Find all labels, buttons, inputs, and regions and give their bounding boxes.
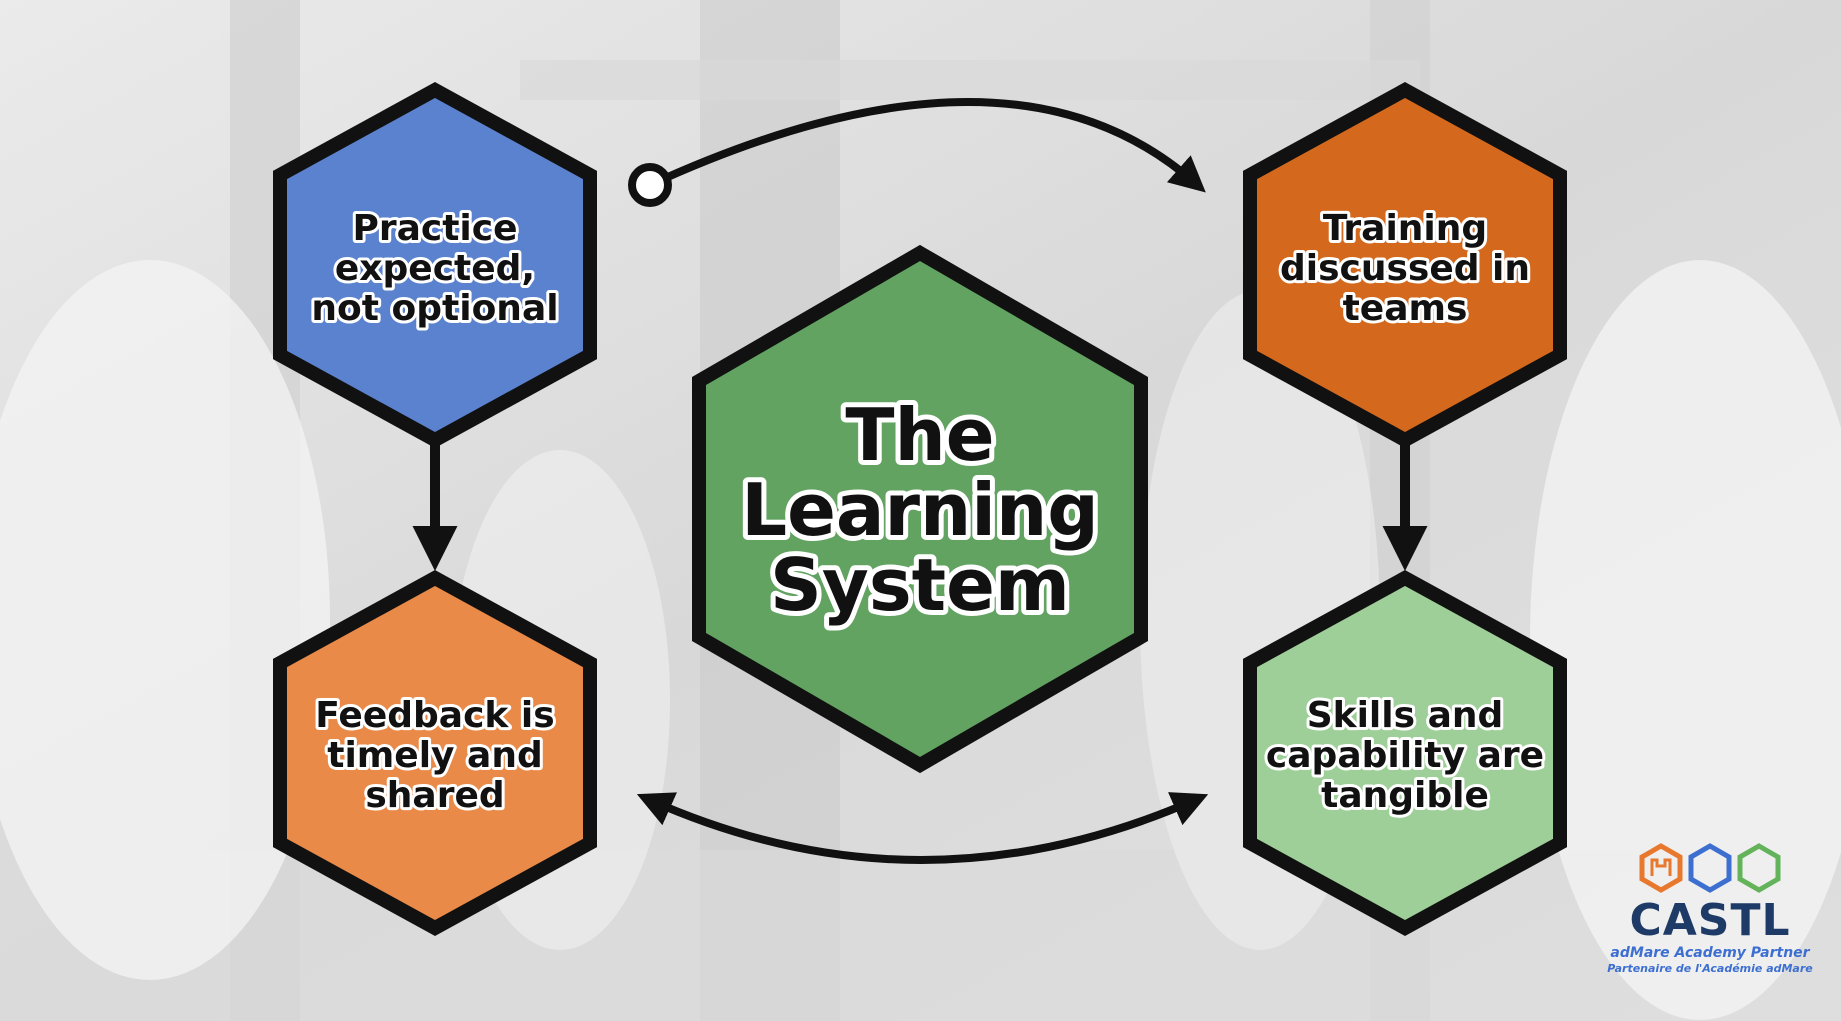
bottom-left-label-line-1: Feedback is [315, 695, 554, 736]
castl-logo-tagline-fr: Partenaire de l'Académie adMare [1607, 962, 1813, 975]
arrow-bottom-bidirectional [636, 792, 1209, 864]
top-left-label-line-1: Practice [352, 208, 517, 249]
castl-logo-mark [1639, 843, 1781, 893]
hexagon-bottom-right [1243, 570, 1567, 936]
center-hexagon [692, 244, 1148, 774]
castl-logo: CASTL adMare Academy Partner Partenaire … [1607, 843, 1813, 975]
bottom-left-label-line-2: timely and [327, 735, 543, 776]
hexagon-bottom-left [273, 570, 597, 936]
top-right-label-line-3: teams [1343, 288, 1468, 329]
castl-logo-hex-green-icon [1737, 843, 1781, 893]
top-left-label: Practice expected, not optional [308, 205, 561, 332]
top-right-label-line-2: discussed in [1280, 248, 1530, 289]
bottom-right-label: Skills and capability are tangible [1263, 692, 1547, 819]
top-left-label-line-3: not optional [311, 288, 558, 329]
bottom-left-label-line-3: shared [365, 775, 504, 816]
bottom-right-label-line-1: Skills and [1307, 695, 1504, 736]
top-right-label: Training discussed in teams [1277, 205, 1533, 332]
castl-logo-tower-icon [1650, 858, 1672, 876]
bottom-left-label: Feedback is timely and shared [312, 692, 557, 819]
castl-logo-tagline-en: adMare Academy Partner [1610, 945, 1810, 961]
center-label: The Learning System [736, 388, 1104, 632]
bottom-right-label-line-2: capability are [1266, 735, 1544, 776]
connectors [412, 98, 1428, 864]
center-label-line-2: Learning [741, 468, 1099, 552]
top-right-label-line-1: Training [1323, 208, 1487, 249]
arrow-start-dot [628, 163, 672, 207]
castl-logo-hex-blue-icon [1688, 843, 1732, 893]
castl-logo-hex-orange-icon [1639, 843, 1683, 893]
top-left-label-line-2: expected, [335, 248, 535, 289]
hexagon-top-right [1243, 82, 1567, 448]
bottom-right-label-line-3: tangible [1321, 775, 1489, 816]
hexagon-top-left [273, 82, 597, 448]
center-label-line-1: The [845, 393, 994, 477]
hexagons [273, 82, 1567, 936]
castl-logo-word: CASTL [1629, 895, 1790, 946]
arrow-top-left-to-top-right [648, 98, 1206, 193]
center-label-line-3: System [770, 543, 1070, 627]
